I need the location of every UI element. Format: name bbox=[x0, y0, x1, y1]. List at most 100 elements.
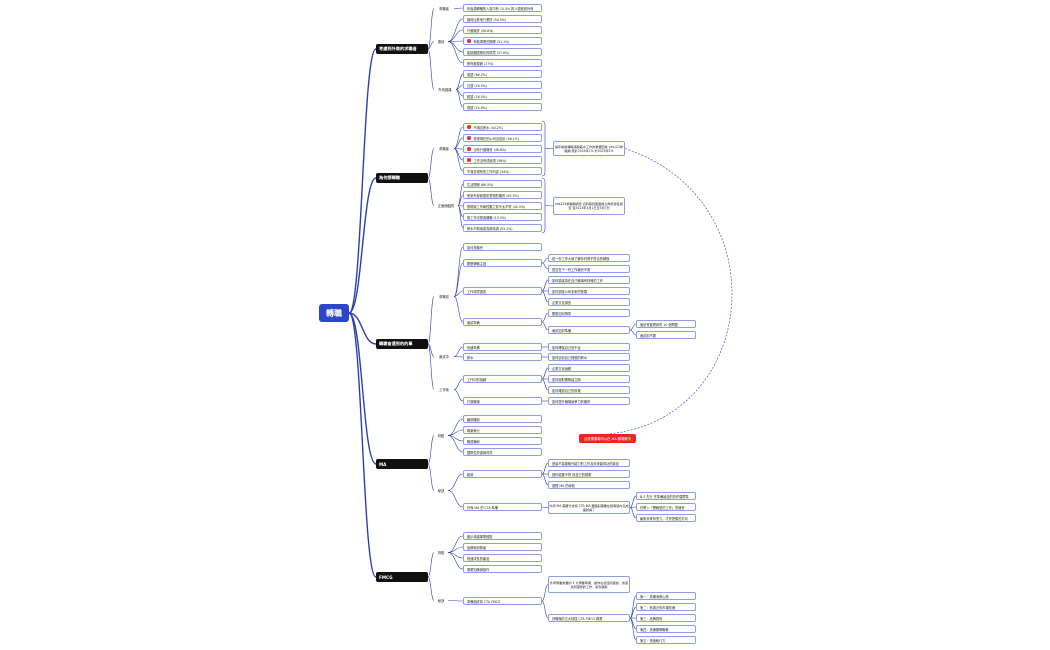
leaf-reason-no-promotion[interactable]: 沒有升遷機會 (46.8%) bbox=[463, 145, 542, 153]
connector-line bbox=[453, 296, 464, 323]
leaf-lang-japanese[interactable]: 日語 (18.5%) bbox=[463, 81, 542, 89]
branch-fmcg-tips[interactable]: 秘訣 bbox=[434, 597, 448, 604]
leaf-lang-korean[interactable]: 韓語 (16.5%) bbox=[463, 92, 542, 100]
leaf-find-opportunity[interactable]: 如何找機會 bbox=[463, 243, 542, 251]
leaf-next-job[interactable]: 是否在下一份工作機會不需 bbox=[548, 265, 630, 273]
leaf-lang-german[interactable]: 德語 (14.9%) bbox=[463, 103, 542, 111]
connector-line bbox=[427, 463, 435, 491]
leaf-fmcg-brand[interactable]: 品牌與消費者 bbox=[463, 543, 542, 551]
leaf-pos-salary-low[interactable]: 薪水不夠用或長期未調 (53.2%) bbox=[463, 224, 542, 232]
leaf-pos-living-cost[interactable]: 生活開銷 (66.5%) bbox=[463, 180, 542, 188]
leaf-culture-adapt[interactable]: 企業文化適應 bbox=[548, 364, 630, 372]
callout-survey-stats[interactable]: 擺年前後轉職潮與薪水工作的重要因素 yes123求職網 統計2024年1% 於2… bbox=[553, 141, 625, 156]
leaf-trait-1[interactable]: 第一：具備消費心態 bbox=[636, 592, 696, 600]
topic-fmcg[interactable]: FMCG bbox=[376, 572, 428, 582]
leaf-interview-prep[interactable]: 面試準備 bbox=[463, 318, 542, 326]
leaf-own-style[interactable]: 如何確認自己的風格 bbox=[548, 386, 630, 394]
alert-ma-solution[interactable]: 這是需要轉可以在 MA 職場解決 bbox=[579, 434, 636, 443]
leaf-reason-no-future[interactable]: 覺得現在的公司沒前景 (46.1%) bbox=[463, 134, 542, 142]
connector-line bbox=[348, 177, 377, 314]
leaf-trait-2[interactable]: 第二：有廣泛的市場知識 bbox=[636, 603, 696, 611]
leaf-pos-no-quit[interactable]: 換工作沒想過離職 (13.5%) bbox=[463, 213, 542, 221]
topic-things-when-changing[interactable]: 轉職會遇到的的事 bbox=[376, 339, 428, 349]
leaf-before-interview[interactable]: 面試前不要 bbox=[636, 331, 696, 339]
leaf-intl-resources[interactable]: 國際性資源與資質 bbox=[463, 448, 542, 456]
branch-ma-tips[interactable]: 秘訣 bbox=[434, 487, 448, 494]
callout-survey-source[interactable]: yes123求職網調查 資料取樣範圍與立陶宛會集調查 自2023年3月1日至5月… bbox=[553, 197, 625, 215]
leaf-team-building[interactable]: 如何面對團隊建立關 bbox=[548, 375, 630, 383]
leaf-fmcg-knowledge[interactable]: 專業知識與操作 bbox=[463, 565, 542, 573]
leaf-pos-news[interactable]: 受到外部新聞影響想的機會 (63.5%) bbox=[463, 191, 542, 199]
bracket-reasons bbox=[541, 120, 546, 177]
topic-ma[interactable]: MA bbox=[376, 459, 428, 469]
leaf-build-career[interactable]: 打造職場 bbox=[463, 397, 542, 405]
connector-line bbox=[427, 296, 435, 345]
leaf-fmcg-five-traits[interactable]: 好職場的五大特徵 CTA FMCG 專業 bbox=[548, 614, 630, 622]
leaf-trend[interactable]: 趨勢 bbox=[463, 470, 542, 478]
leaf-advantage-salary[interactable]: 薪資較優異 (27%) bbox=[463, 59, 542, 67]
dashed-relation-line bbox=[607, 148, 733, 435]
leaf-fmcg-growth[interactable]: 快速成長的產品 bbox=[463, 554, 542, 562]
root-node[interactable]: 轉職 bbox=[319, 304, 349, 322]
branch-fmcg-features[interactable]: 特點 bbox=[434, 549, 448, 556]
leaf-trait-4[interactable]: 第四：具備團隊聯繫 bbox=[636, 625, 696, 633]
leaf-fmcg-five-prep[interactable]: 外商專業產業的 5 大專業準備，讓你在最佳的面試，快速找到理想的工作，拿到錄取 bbox=[548, 576, 630, 593]
branch-job-seekers[interactable]: 求職者 bbox=[434, 5, 454, 12]
branch-after-work[interactable]: 工作後 bbox=[434, 386, 454, 393]
connector-line bbox=[541, 312, 549, 323]
connector-line bbox=[427, 41, 435, 50]
leaf-ideal-salary[interactable]: 如何談到自己理想的薪水 bbox=[548, 353, 630, 361]
leaf-emotion-prep[interactable]: 情緒準備 bbox=[463, 343, 542, 351]
topic-why-change-job[interactable]: 為何想轉職 bbox=[376, 173, 428, 183]
leaf-future-focus[interactable]: 聚焦未來有潛力，才會把握的方向 bbox=[636, 514, 696, 522]
leaf-salary[interactable]: 薪水 bbox=[463, 353, 542, 361]
leaf-keep-special[interactable]: 如何能保持在自己職場有特殊的工作 bbox=[548, 276, 630, 284]
branch-positive-facing[interactable]: 正面面臨的 bbox=[434, 202, 458, 209]
branch-ma-features[interactable]: 特點 bbox=[434, 432, 448, 439]
leaf-reason-content[interactable]: 不滿意現有的工作內容 (34%) bbox=[463, 167, 542, 175]
leaf-foreign-ratio[interactable]: 年後想轉職的人當中有 15.5% 的人想進到外商 bbox=[463, 4, 542, 12]
leaf-resume-reason[interactable]: 履歷轉職主因 bbox=[463, 259, 542, 267]
leaf-work-env-survey[interactable]: 工作環境調查 bbox=[463, 287, 542, 295]
leaf-trend-navigation[interactable]: 讓經 MA 的導航 bbox=[548, 481, 630, 489]
connector-line bbox=[629, 495, 637, 508]
branch-job-seekers-2[interactable]: 求職者 bbox=[434, 145, 454, 152]
leaf-trait-5[interactable]: 第五：快速執行力 bbox=[636, 636, 696, 644]
leaf-reason-salary[interactable]: 不滿意薪水 (44.2%) bbox=[463, 123, 542, 131]
leaf-company-future[interactable]: 如何調查公司未來的發展 bbox=[548, 287, 630, 295]
leaf-advantage-welfare[interactable]: 福利比其他行業好 (54.5%) bbox=[463, 15, 542, 23]
leaf-reason-no-achievement[interactable]: 工作沒有成就感 (56%) bbox=[463, 156, 542, 164]
leaf-trait-3[interactable]: 第三：品牌感知 bbox=[636, 614, 696, 622]
leaf-culture-survey[interactable]: 企業文化調查 bbox=[548, 298, 630, 306]
leaf-practical-work[interactable]: 在聘入「實戰型的工作」的機會 bbox=[636, 503, 696, 511]
leaf-bs-first[interactable]: B.S 先行 先準備最佳的的作價標準 bbox=[636, 492, 696, 500]
topic-foreign-job-seekers[interactable]: 考慮到外商的求職者 bbox=[376, 44, 428, 54]
leaf-interview-how[interactable]: 面試如何準備 bbox=[548, 326, 630, 334]
leaf-fmcg-expertise[interactable]: 顯示卓越專業經驗 bbox=[463, 532, 542, 540]
leaf-work-challenges[interactable]: 工作中的挑戰 bbox=[463, 375, 542, 383]
leaf-trend-irreplaceable[interactable]: 是最不易被取代能力的工作及未來能成功的最佳 bbox=[548, 459, 630, 467]
leaf-advantage-international[interactable]: 能接觸國際化的環境 (37.6%) bbox=[463, 48, 542, 56]
leaf-lang-english[interactable]: 英語 (66.2%) bbox=[463, 70, 542, 78]
leaf-ensure-gaps[interactable]: 如何確保自己的不足 bbox=[548, 343, 630, 351]
leaf-fmcg-cta-prep[interactable]: 準備面試前 CTA FMCG bbox=[463, 597, 542, 605]
branch-foreign-difficulties[interactable]: 外商困難 bbox=[434, 86, 456, 93]
leaf-advantage-promotion[interactable]: 升遷機會 (56.8%) bbox=[463, 26, 542, 34]
leaf-ten-questions[interactable]: 面試會被問到的 10 個問題 bbox=[636, 320, 696, 328]
branch-before-seeking[interactable]: 求職前 bbox=[434, 293, 454, 300]
leaf-resume-writing[interactable]: 履歷如何撰寫 bbox=[548, 309, 630, 317]
leaf-ma-cta-detail[interactable]: 外商 MA 需要什麼樣 CTA MA 要面對需要在短時間內完成面試與了 bbox=[548, 501, 630, 514]
leaf-pos-mismatch[interactable]: 發現與工作屬性跟之前不太不符 (42.5%) bbox=[463, 202, 542, 210]
leaf-career-coaching[interactable]: 職涯輔導 bbox=[463, 437, 542, 445]
leaf-project-exec[interactable]: 專案執行 bbox=[463, 426, 542, 434]
branch-during-interview[interactable]: 面試中 bbox=[434, 353, 454, 360]
connector-line bbox=[455, 89, 464, 108]
leaf-ma-cta-prep[interactable]: 外商 MA 的 CTA 準備 bbox=[463, 503, 542, 511]
leaf-rotation[interactable]: 輪調機制 bbox=[463, 415, 542, 423]
leaf-competitiveness[interactable]: 如何提升職場競爭力的機會 bbox=[548, 397, 630, 405]
leaf-prev-job[interactable]: 前一份工作大致了解你們得不符合的轉換 bbox=[548, 254, 630, 262]
leaf-trend-planning[interactable]: 讓你從要不同 改自己的規劃 bbox=[548, 470, 630, 478]
branch-advantages[interactable]: 優勢 bbox=[434, 38, 448, 45]
leaf-advantage-team[interactable]: 有較專業的團隊 (51.1%) bbox=[463, 37, 542, 45]
